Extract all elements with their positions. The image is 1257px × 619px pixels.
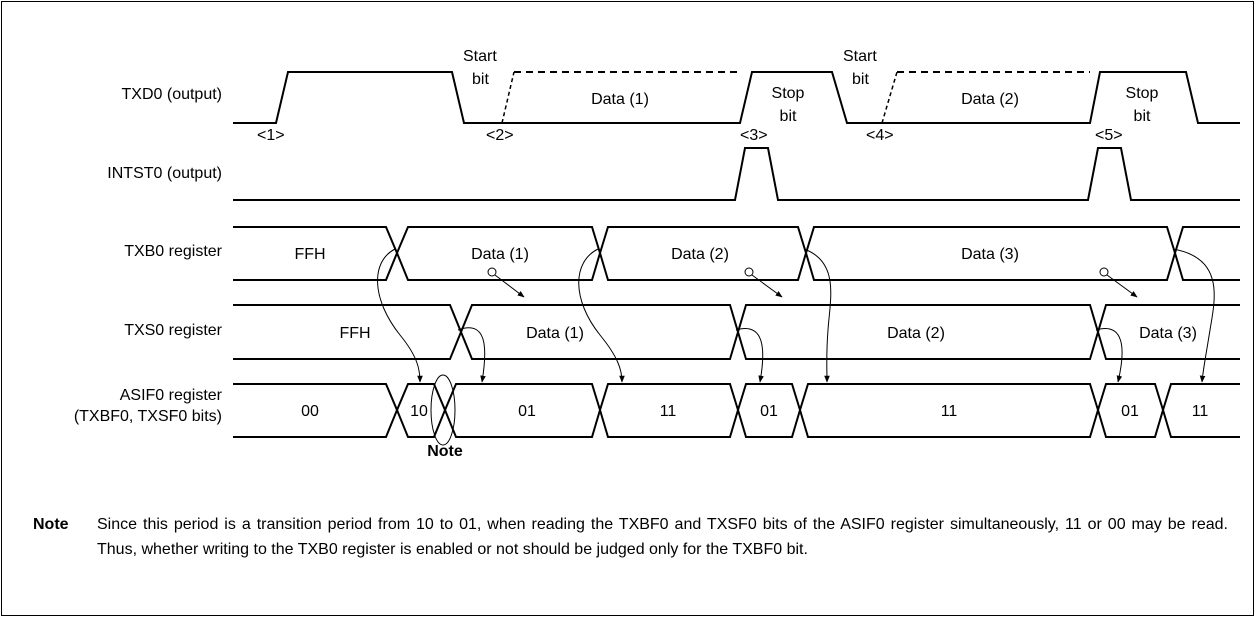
- signal-label-asif0-bits: (TXBF0, TXSF0 bits): [74, 408, 222, 425]
- signal-label-asif0: ASIF0 register: [120, 387, 223, 404]
- note-marker: Note: [427, 443, 463, 460]
- signal-label-txb0: TXB0 register: [124, 243, 222, 260]
- asif0-value-6: 11: [941, 403, 958, 420]
- note-ellipse: [430, 374, 456, 446]
- signal-label-txs0: TXS0 register: [124, 322, 222, 339]
- asif0-bus: [233, 383, 1240, 438]
- point-label-1: <1>: [257, 127, 285, 144]
- txb0-value-4: Data (3): [961, 246, 1019, 263]
- data-2-label: Data (2): [961, 91, 1019, 108]
- point-label-3: <3>: [740, 127, 768, 144]
- txs0-value-4: Data (3): [1139, 325, 1197, 342]
- stop-bit-label-2b: bit: [1134, 108, 1151, 125]
- point-label-2: <2>: [486, 127, 514, 144]
- asif0-value-8: 11: [1192, 403, 1209, 420]
- note-section: Note Since this period is a transition p…: [28, 512, 1228, 562]
- asif0-value-5: 01: [760, 403, 778, 420]
- asif0-value-7: 01: [1121, 403, 1139, 420]
- txb0-bus: [233, 226, 1240, 281]
- txs0-value-2: Data (1): [526, 325, 584, 342]
- data-1-label: Data (1): [591, 91, 649, 108]
- note-label: Note: [33, 516, 69, 533]
- txb0-value-1: FFH: [294, 246, 325, 263]
- asif0-value-2: 10: [410, 403, 428, 420]
- asif0-value-4: 11: [660, 403, 677, 420]
- asif0-value-1: 00: [301, 403, 319, 420]
- stop-bit-label-2: Stop: [1126, 85, 1159, 102]
- causal-curves: [377, 248, 1215, 383]
- note-text: Since this period is a transition period…: [97, 516, 1228, 558]
- point-label-4: <4>: [866, 127, 894, 144]
- transfer-arrows: [487, 267, 1138, 298]
- stop-bit-label-1: Stop: [772, 85, 805, 102]
- start-bit-label-2b: bit: [852, 71, 869, 88]
- txs0-value-3: Data (2): [887, 325, 945, 342]
- txb0-value-3: Data (2): [671, 246, 729, 263]
- signal-label-txd0: TXD0 (output): [122, 86, 222, 103]
- txd0-waveform: [233, 71, 1240, 124]
- txs0-value-1: FFH: [339, 325, 370, 342]
- point-label-5: <5>: [1095, 127, 1123, 144]
- start-bit-label-1b: bit: [472, 71, 489, 88]
- txs0-bus: [233, 304, 1240, 360]
- asif0-value-3: 01: [518, 403, 536, 420]
- txb0-value-2: Data (1): [471, 246, 529, 263]
- intst0-waveform: [233, 147, 1240, 201]
- stop-bit-label-1b: bit: [780, 108, 797, 125]
- start-bit-label-1: Start: [463, 48, 497, 65]
- start-bit-label-2: Start: [843, 48, 877, 65]
- signal-label-intst0: INTST0 (output): [107, 165, 222, 182]
